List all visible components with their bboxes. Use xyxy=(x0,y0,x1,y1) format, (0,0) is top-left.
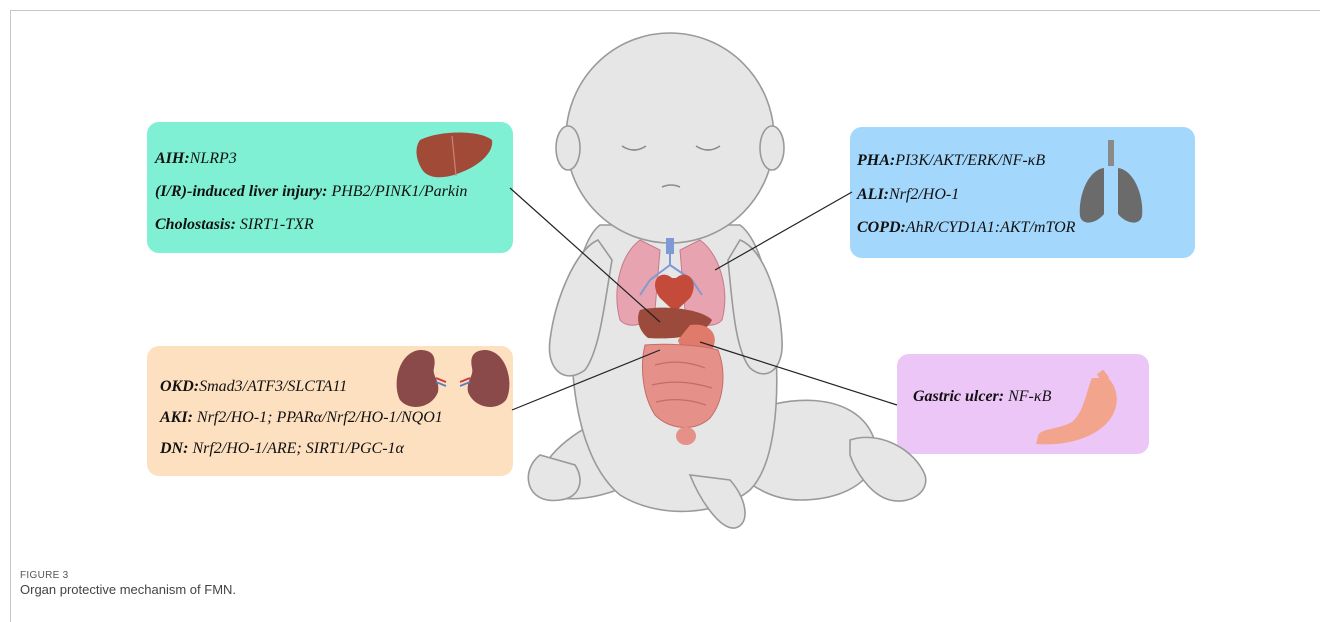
lung-icon xyxy=(1080,140,1143,223)
baby-intestines xyxy=(642,344,722,427)
kidney-line-aki: AKI: Nrf2/HO-1; PPARα/Nrf2/HO-1/NQO1 xyxy=(160,409,443,427)
kidney-icon xyxy=(397,350,510,407)
stomach-line-gastric-ulcer: Gastric ulcer: NF-κB xyxy=(913,388,1051,406)
liver-icon xyxy=(417,133,493,178)
figure-caption: Organ protective mechanism of FMN. xyxy=(20,582,236,597)
lung-line-ali: ALI:Nrf2/HO-1 xyxy=(857,186,959,204)
baby-trachea xyxy=(666,238,674,254)
baby-right-ear xyxy=(760,126,784,170)
kidney-line-okd: OKD:Smad3/ATF3/SLCTA11 xyxy=(160,378,347,396)
baby-left-ear xyxy=(556,126,580,170)
liver-line-aih: AIH:NLRP3 xyxy=(155,150,237,168)
figure-label: FIGURE 3 xyxy=(20,570,69,581)
baby-head xyxy=(566,33,774,243)
stomach-icon-group xyxy=(1036,372,1117,444)
liver-line-ir-injury: (I/R)-induced liver injury: PHB2/PINK1/P… xyxy=(155,183,467,201)
kidney-line-dn: DN: Nrf2/HO-1/ARE; SIRT1/PGC-1α xyxy=(160,440,404,458)
baby-right-foot xyxy=(850,437,926,501)
liver-line-cholostasis: Cholostasis: SIRT1-TXR xyxy=(155,216,314,234)
lung-line-pha: PHA:PI3K/AKT/ERK/NF-κB xyxy=(857,152,1045,170)
baby-illustration xyxy=(528,33,925,528)
baby-bladder xyxy=(676,427,696,445)
lung-line-copd: COPD:AhR/CYD1A1:AKT/mTOR xyxy=(857,219,1075,237)
